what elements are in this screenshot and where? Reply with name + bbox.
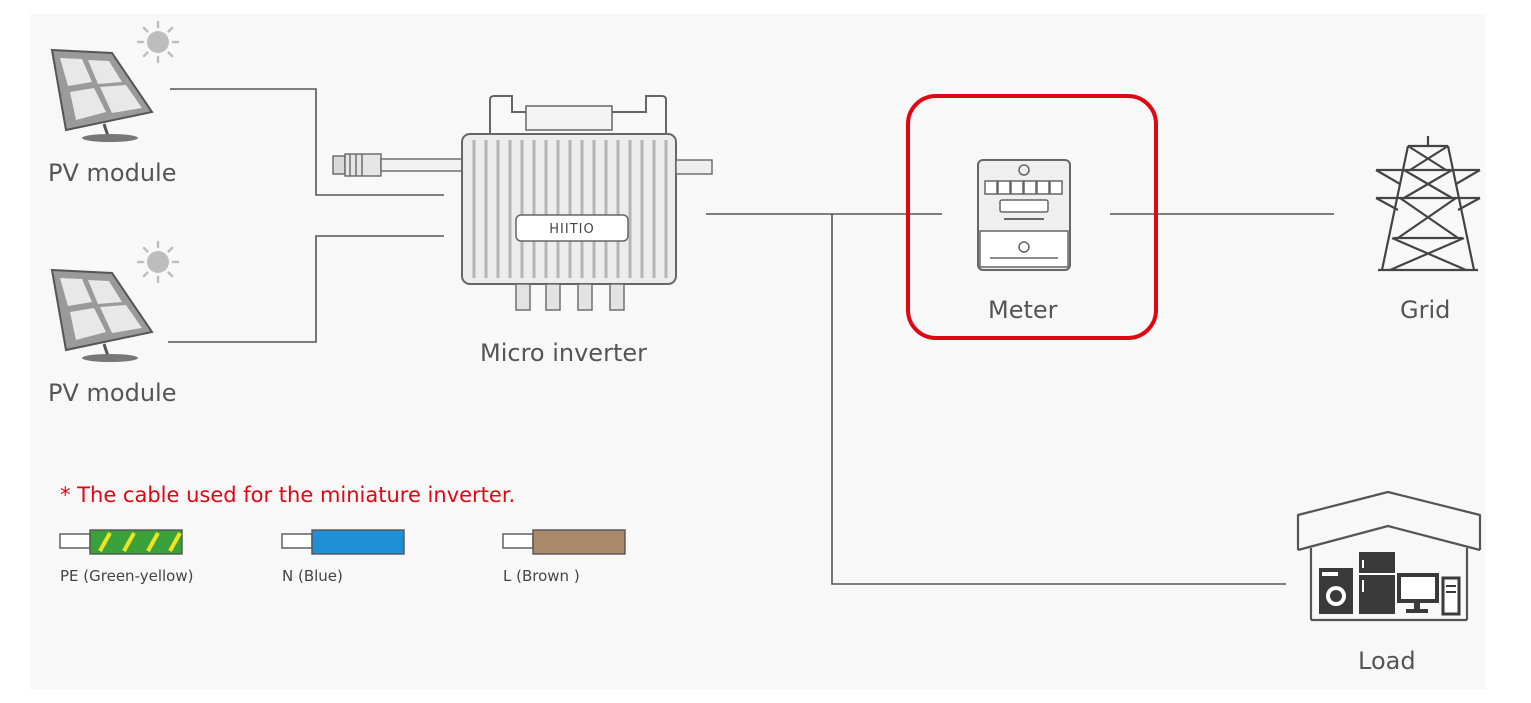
pe-cable-swatch xyxy=(59,529,183,555)
solar-panel-icon xyxy=(50,48,154,142)
solar-panel-icon xyxy=(50,268,154,362)
pv-module-1 xyxy=(50,20,180,142)
house-appliances-icon xyxy=(1296,490,1482,622)
load-label: Load xyxy=(1358,647,1416,675)
inverter-brand-label: HIITIO xyxy=(549,222,594,237)
pv1-to-inverter-line xyxy=(170,88,444,196)
electric-meter-icon xyxy=(977,159,1071,271)
pv2-to-inverter-line xyxy=(168,235,444,343)
l-cable-swatch xyxy=(502,529,626,555)
diagram-background xyxy=(30,14,1486,689)
sun-icon xyxy=(136,240,180,284)
micro-inverter-label: Micro inverter xyxy=(480,339,647,367)
junction-to-load-line xyxy=(831,214,1286,585)
l-cable-label: L (Brown ) xyxy=(503,567,580,585)
grid-label: Grid xyxy=(1400,296,1451,324)
pv-module-1-label: PV module xyxy=(48,159,177,187)
n-cable-swatch xyxy=(281,529,405,555)
transmission-tower-icon xyxy=(1375,136,1481,272)
dc-connector-icon xyxy=(332,153,464,177)
meter-label: Meter xyxy=(988,296,1058,324)
meter-highlight-box xyxy=(906,94,1158,340)
legend-note: * The cable used for the miniature inver… xyxy=(60,483,516,507)
sun-icon xyxy=(136,20,180,64)
pv-module-2 xyxy=(50,240,180,362)
n-cable-label: N (Blue) xyxy=(282,567,343,585)
pe-cable-label: PE (Green-yellow) xyxy=(60,567,194,585)
connection-lines xyxy=(168,88,1334,585)
micro-inverter-icon: HIITIO xyxy=(461,95,713,311)
pv-module-2-label: PV module xyxy=(48,379,177,407)
